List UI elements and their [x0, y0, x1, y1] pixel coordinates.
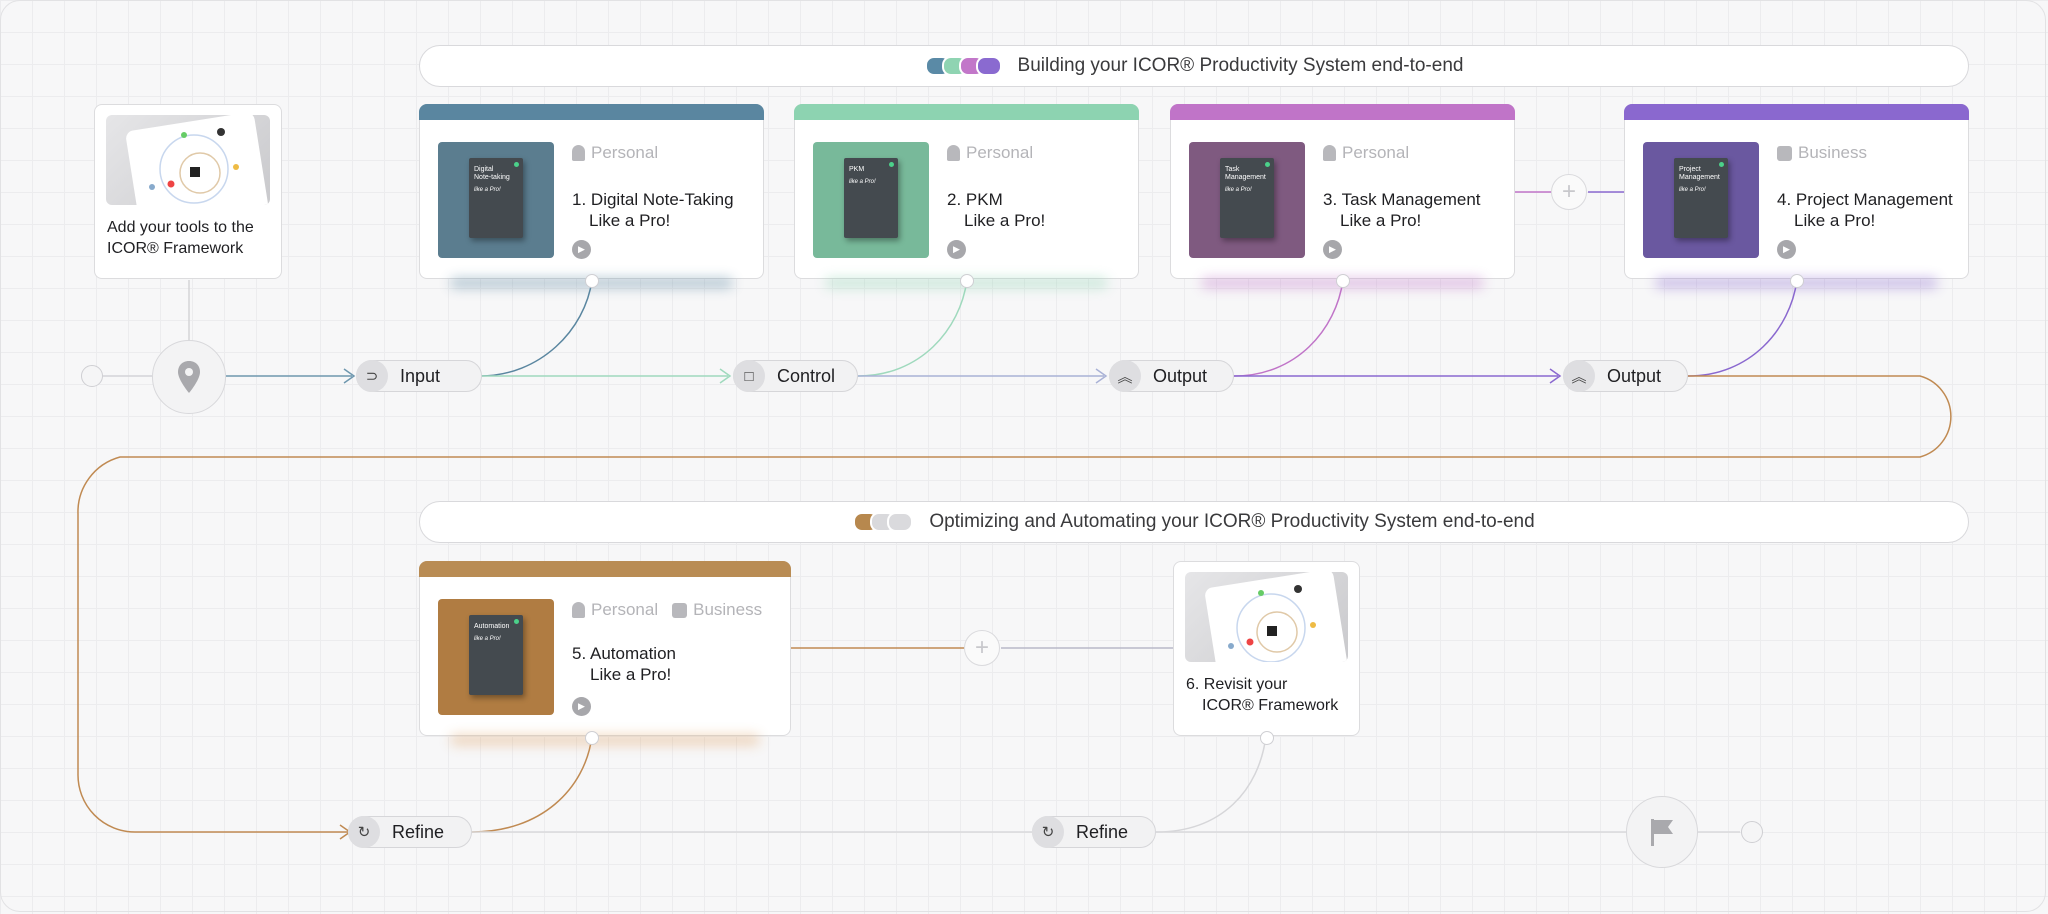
card-label-line-1: Add your tools to the [107, 219, 254, 236]
control-step[interactable]: □ Control [733, 360, 858, 392]
banner-optimizing: Optimizing and Automating your ICOR® Pro… [419, 501, 1969, 543]
add-step-button[interactable]: + [964, 630, 1000, 666]
play-icon[interactable]: ▶ [1777, 240, 1796, 259]
banner-building: Building your ICOR® Productivity System … [419, 45, 1969, 87]
revisit-framework-card[interactable]: 6. Revisit your ICOR® Framework [1173, 561, 1360, 745]
double-chevron-up-icon: ︽ [1109, 360, 1141, 392]
framework-diagram-image [106, 115, 270, 205]
person-icon [947, 145, 960, 161]
card-port [585, 731, 599, 745]
play-icon[interactable]: ▶ [572, 240, 591, 259]
step-label: Output [1153, 365, 1208, 386]
refine-step[interactable]: ↻ Refine [348, 816, 472, 848]
card-label-line-1: 6. Revisit your [1186, 676, 1288, 693]
output-step[interactable]: ︽ Output [1563, 360, 1688, 392]
step-label: Refine [1076, 821, 1129, 842]
add-step-button[interactable]: + [1551, 174, 1587, 210]
card-port [585, 274, 599, 288]
flag-icon [1651, 819, 1673, 846]
tag-business: Business [672, 600, 762, 620]
card-port [1790, 274, 1804, 288]
progress-dots [853, 512, 914, 532]
framework-tools-card[interactable]: Add your tools to the ICOR® Framework [94, 104, 282, 279]
finish-node[interactable] [1626, 796, 1698, 868]
briefcase-icon [672, 602, 688, 618]
banner-title: Optimizing and Automating your ICOR® Pro… [929, 511, 1535, 532]
framework-diagram-image [1185, 572, 1348, 662]
plus-icon: + [974, 634, 989, 661]
square-icon: □ [733, 360, 765, 392]
step-label: Control [777, 365, 836, 386]
progress-dots [924, 56, 1002, 76]
tag-business: Business [1777, 143, 1867, 163]
play-icon[interactable]: ▶ [1323, 240, 1342, 259]
step-label: Refine [392, 821, 445, 842]
end-port [1741, 821, 1763, 843]
double-chevron-up-icon: ︽ [1563, 360, 1595, 392]
person-icon [1323, 145, 1336, 161]
tag-personal: Personal [572, 143, 658, 163]
start-node[interactable] [152, 340, 226, 414]
tag-personal: Personal [1323, 143, 1409, 163]
plus-icon: + [1561, 178, 1576, 205]
step-label: Output [1607, 365, 1662, 386]
step-label: Input [400, 365, 441, 386]
card-port [1336, 274, 1350, 288]
tag-personal: Personal [572, 600, 658, 620]
refresh-icon: ↻ [1032, 816, 1064, 848]
refresh-icon: ↻ [348, 816, 380, 848]
card-label-line-2: ICOR® Framework [107, 240, 244, 257]
refine-step[interactable]: ↻ Refine [1032, 816, 1156, 848]
output-step[interactable]: ︽ Output [1109, 360, 1234, 392]
person-icon [572, 145, 585, 161]
banner-title: Building your ICOR® Productivity System … [1017, 55, 1464, 76]
briefcase-icon [1777, 145, 1792, 161]
card-port [1260, 731, 1274, 745]
play-icon[interactable]: ▶ [572, 697, 591, 716]
start-port [81, 365, 103, 387]
input-arrow-icon: ⊃ [356, 360, 388, 392]
card-port [960, 274, 974, 288]
card-label-line-2: ICOR® Framework [1202, 697, 1339, 714]
tag-personal: Personal [947, 143, 1033, 163]
location-pin-icon [178, 361, 200, 393]
input-step[interactable]: ⊃ Input [356, 360, 482, 392]
person-icon [572, 602, 585, 618]
play-icon[interactable]: ▶ [947, 240, 966, 259]
